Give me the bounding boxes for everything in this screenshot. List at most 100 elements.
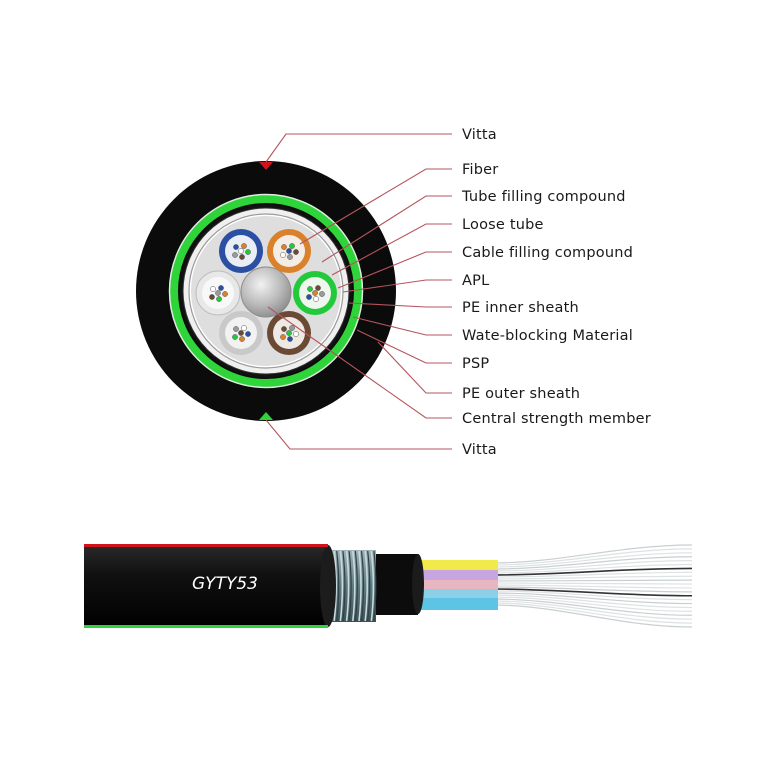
fiber-dot [287, 254, 293, 260]
fiber-strand [491, 592, 693, 605]
fiber-dot [232, 252, 238, 258]
armor-groove [360, 550, 365, 622]
label-fiber: Fiber [462, 162, 498, 178]
loose-tubes-side [410, 560, 498, 610]
armor-groove [354, 550, 358, 622]
fiber-dot [281, 244, 287, 250]
fiber-strand [491, 596, 693, 612]
fiber-strand [491, 584, 693, 589]
vitta-green-marker [259, 412, 273, 420]
fiber-dot [239, 254, 245, 260]
fiber-strand [491, 586, 693, 593]
leader-cable-filling-compound [337, 251, 452, 289]
armor-ridge [339, 550, 344, 622]
vitta-green-stripe [84, 625, 328, 628]
label-psp: PSP [462, 356, 489, 372]
fiber-strand [491, 590, 693, 601]
cable-model-label: GYTY53 [192, 574, 258, 594]
armor-ridge [333, 550, 337, 622]
fiber-dot [293, 249, 299, 255]
fiber-strand [491, 602, 693, 624]
outer-sheath-side [84, 545, 328, 627]
cable-side-view: GYTY53 [84, 544, 693, 628]
fiber-dot [287, 336, 293, 342]
fiber-dot [218, 285, 224, 291]
armor-ridge [345, 550, 350, 622]
central-strength-member-core [240, 266, 292, 318]
fiber-dot [241, 243, 247, 249]
armor-groove [336, 550, 340, 622]
fiber-dot [315, 285, 321, 291]
fiber-dot [209, 294, 215, 300]
armor-ridge [352, 550, 356, 622]
armor-corrugations [327, 550, 377, 622]
label-water-blocking-material: Wate-blocking Material [462, 328, 633, 344]
fiber-dot [245, 249, 251, 255]
fiber-dot [319, 291, 325, 297]
fiber-dot [238, 248, 244, 254]
fiber-strand [491, 604, 693, 628]
armor-groove [367, 550, 371, 622]
leader-water-blocking-material [352, 316, 452, 336]
label-vitta-bottom: Vitta [462, 442, 497, 458]
vitta-red-marker [259, 162, 273, 170]
fiber-dot [312, 290, 318, 296]
label-tube-filling-compound: Tube filling compound [461, 189, 626, 205]
fiber-dot [239, 336, 245, 342]
label-central-strength-member: Central strength member [462, 411, 651, 427]
armor-groove [373, 550, 377, 622]
fiber-dot [210, 286, 216, 292]
armor-groove [342, 550, 346, 622]
leader-pe-inner-sheath [348, 302, 452, 308]
label-pe-inner-sheath: PE inner sheath [462, 300, 579, 316]
leader-lines [265, 133, 452, 450]
fiber-strands [491, 544, 693, 628]
fiber-dot [222, 291, 228, 297]
fiber-dot [280, 334, 286, 340]
fiber-strand [491, 575, 693, 580]
fiber-strand [491, 582, 693, 585]
fiber-strand [491, 563, 693, 574]
psp-armor-edge [168, 193, 364, 389]
fiber-dot [289, 325, 295, 331]
cable-cross-section [136, 161, 396, 421]
inner-sheath-end [412, 554, 424, 614]
outer-sheath-end [320, 545, 336, 627]
armor-ridge [364, 550, 368, 622]
vitta-red-stripe [84, 544, 328, 547]
fiber-strand [491, 567, 693, 576]
fiber-dot [306, 294, 312, 300]
armor-groove [348, 550, 352, 622]
label-pe-outer-sheath: PE outer sheath [462, 386, 580, 402]
fiber-dot [245, 331, 251, 337]
leader-tube-filling-compound [321, 195, 452, 263]
fiber-dot [293, 331, 299, 337]
label-loose-tube: Loose tube [462, 217, 544, 233]
fiber-strand [491, 560, 693, 572]
leader-psp [356, 329, 452, 364]
fiber-strand [491, 544, 693, 564]
fiber-dot [233, 244, 239, 250]
fiber-strand [491, 598, 693, 616]
fiber-bundles [209, 243, 325, 342]
fiber-dot [281, 326, 287, 332]
fiber-dot [232, 334, 238, 340]
fiber-strand [491, 552, 693, 568]
fiber-strand [491, 556, 693, 570]
leader-vitta-top [265, 133, 452, 163]
fiber-dot [307, 286, 313, 292]
fiber-dot [286, 330, 292, 336]
fiber-strand [491, 588, 693, 597]
fiber-dot [233, 326, 239, 332]
fiber-dot [280, 252, 286, 258]
leader-apl [342, 279, 452, 293]
leader-central-strength-member [267, 306, 452, 419]
armor-ridge [358, 550, 362, 622]
label-cable-filling-compound: Cable filling compound [462, 245, 633, 261]
fiber-strand [491, 600, 693, 620]
fiber-dot [215, 290, 221, 296]
inner-sheath-side [372, 554, 418, 615]
armor-ridge [370, 550, 375, 622]
leader-loose-tube [331, 223, 452, 276]
labels: Vitta Fiber Tube filling compound Loose … [461, 127, 651, 458]
